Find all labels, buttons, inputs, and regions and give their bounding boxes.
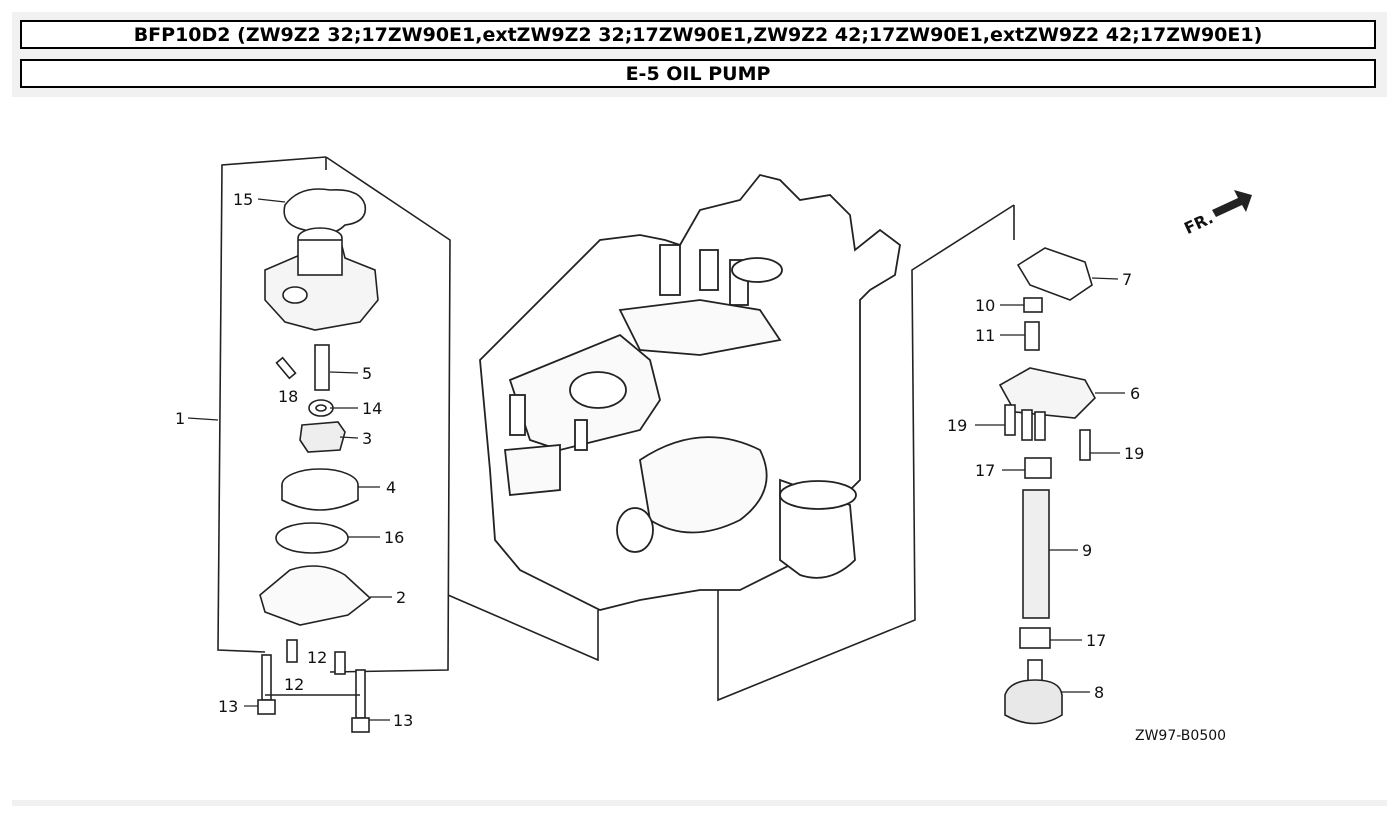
callout-12b: 12 [284,675,304,694]
drawing-code: ZW97-B0500 [1135,728,1226,744]
callout-11: 11 [975,326,995,345]
direction-label: FR. [1181,208,1216,238]
callout-18: 18 [278,387,298,406]
callout-12a: 12 [307,648,327,667]
callout-15: 15 [233,190,253,209]
callout-14: 14 [362,399,382,418]
callout-2: 2 [396,588,406,607]
callout-17b: 17 [1086,631,1106,650]
parts-diagram: FR. ZW97-B0500 15 1 5 18 14 3 4 16 2 12 … [175,156,1252,744]
callout-17a: 17 [975,461,995,480]
footer-strip [12,800,1387,806]
callout-10: 10 [975,296,995,315]
section-title: E-5 OIL PUMP [20,59,1376,88]
fr-arrow-icon [1212,190,1252,217]
oil-pump-parts-left [257,188,379,733]
engine-block [479,173,901,611]
callout-16: 16 [384,528,404,547]
callout-1: 1 [175,409,185,428]
callout-13a: 13 [218,697,238,716]
header: BFP10D2 (ZW9Z2 32;17ZW90E1,extZW9Z2 32;1… [12,12,1387,97]
callout-5: 5 [362,364,372,383]
callout-9: 9 [1082,541,1092,560]
callout-3: 3 [362,429,372,448]
callout-19b: 19 [1124,444,1144,463]
callout-19a: 19 [947,416,967,435]
callout-8: 8 [1094,683,1104,702]
model-title: BFP10D2 (ZW9Z2 32;17ZW90E1,extZW9Z2 32;1… [20,20,1376,49]
callout-13b: 13 [393,711,413,730]
callout-7: 7 [1122,270,1132,289]
callout-6: 6 [1130,384,1140,403]
callout-4: 4 [386,478,396,497]
oil-pump-parts-right [998,247,1096,725]
